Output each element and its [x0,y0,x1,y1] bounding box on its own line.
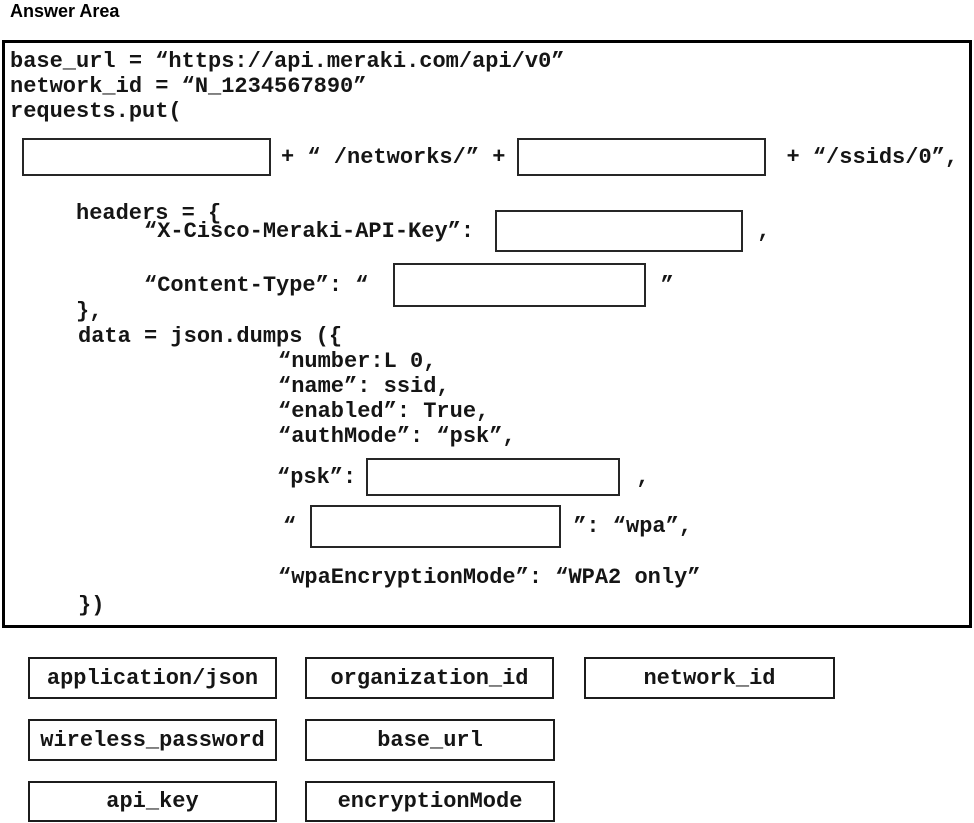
api-key-comma: , [757,218,771,244]
token-base-url[interactable]: base_url [305,719,555,761]
psk-label: “psk”: [277,464,357,490]
psk-comma: , [636,464,650,490]
code-line-network-id: network_id = “N_1234567890” [10,74,367,99]
psk-row: “psk”: , [277,458,649,496]
code-panel: base_url = “https://api.meraki.com/api/v… [2,40,972,628]
token-encryptionmode[interactable]: encryptionMode [305,781,555,822]
wpa-encryption-mode-line: “wpaEncryptionMode”: “WPA2 only” [278,565,701,590]
entry-name: “name”: ssid, [278,374,450,399]
url-row-mid-text: + “ /networks/” + [281,144,506,170]
entry-authmode: “authMode”: “psk”, [278,424,516,449]
token-wireless-password[interactable]: wireless_password [28,719,277,761]
token-network-id[interactable]: network_id [584,657,835,699]
token-organization-id[interactable]: organization_id [305,657,554,699]
url-blank-2[interactable] [517,138,767,176]
wpa-after-text: ”: “wpa”, [573,514,693,539]
api-key-label: “X-Cisco-Meraki-API-Key”: [144,218,475,244]
wpa-key-blank[interactable] [310,505,562,548]
answer-area-title: Answer Area [10,1,120,21]
code-line-base-url: base_url = “https://api.meraki.com/api/v… [10,49,565,74]
psk-blank[interactable] [366,458,621,496]
api-key-row: “X-Cisco-Meraki-API-Key”: , [144,210,770,252]
headers-close-line: }, [76,299,103,324]
content-type-blank[interactable] [393,263,647,307]
data-open-line: data = json.dumps ({ [78,324,343,349]
url-blank-1[interactable] [22,138,271,176]
headers-open-line: headers = { [76,201,222,226]
wpa-open-quote: “ [283,514,297,539]
close-paren-line: }) [78,593,105,618]
code-line-requests-put: requests.put( [10,99,182,124]
content-type-label: “Content-Type”: “ [144,272,369,298]
entry-number: “number:L 0, [278,349,437,374]
token-application-json[interactable]: application/json [28,657,277,699]
url-row-tail-text: + “/ssids/0”, [786,144,959,170]
content-type-row: “Content-Type”: “ ” [144,263,674,307]
api-key-blank[interactable] [495,210,744,252]
token-api-key[interactable]: api_key [28,781,277,822]
content-type-close-quote: ” [660,272,674,298]
wpa-key-row: “ ”: “wpa”, [283,505,692,548]
url-concat-row: + “ /networks/” + + “/ssids/0”, [22,138,958,176]
entry-enabled: “enabled”: True, [278,399,490,424]
